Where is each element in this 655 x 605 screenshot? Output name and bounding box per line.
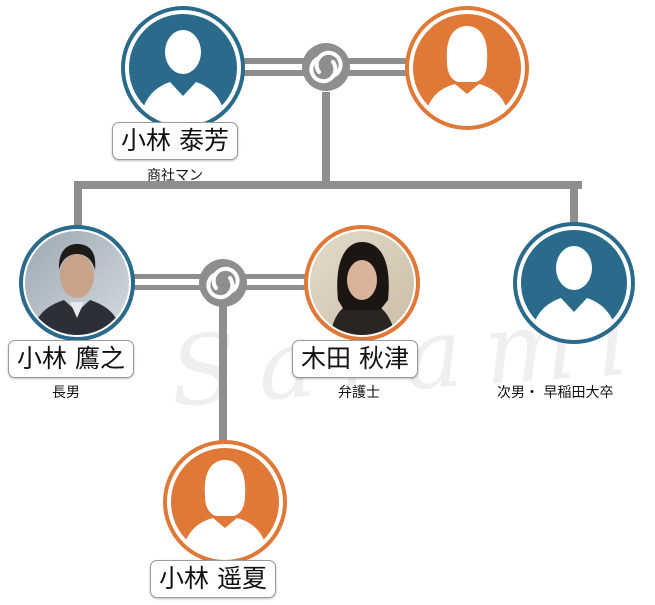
person-silhouette-icon [140, 30, 226, 124]
name-label-wife: 木田 秋津 [292, 340, 418, 378]
caption-father: 商社マン [147, 168, 203, 184]
name-label-eldest-son: 小林 鷹之 [8, 340, 134, 378]
photo-portrait [310, 231, 414, 335]
person-node-eldest-son [19, 225, 135, 341]
person-silhouette-icon [424, 26, 510, 124]
caption-eldest-son: 長男 [52, 385, 80, 401]
person-silhouette-icon [182, 460, 268, 558]
person-node-second-son [513, 222, 635, 344]
photo-portrait [25, 231, 129, 335]
person-node-father [121, 6, 245, 130]
caption-wife: 弁護士 [338, 385, 380, 401]
name-label-father: 小林 泰芳 [112, 122, 238, 160]
caption-second-son: 次男・ 早稲田大卒 [497, 385, 614, 401]
marriage-ring-icon [302, 43, 350, 91]
person-node-daughter [163, 440, 287, 564]
person-silhouette-icon [531, 246, 617, 338]
marriage-ring-icon [199, 259, 247, 307]
name-label-daughter: 小林 遥夏 [150, 560, 276, 598]
person-node-wife [304, 225, 420, 341]
person-node-mother [405, 6, 529, 130]
